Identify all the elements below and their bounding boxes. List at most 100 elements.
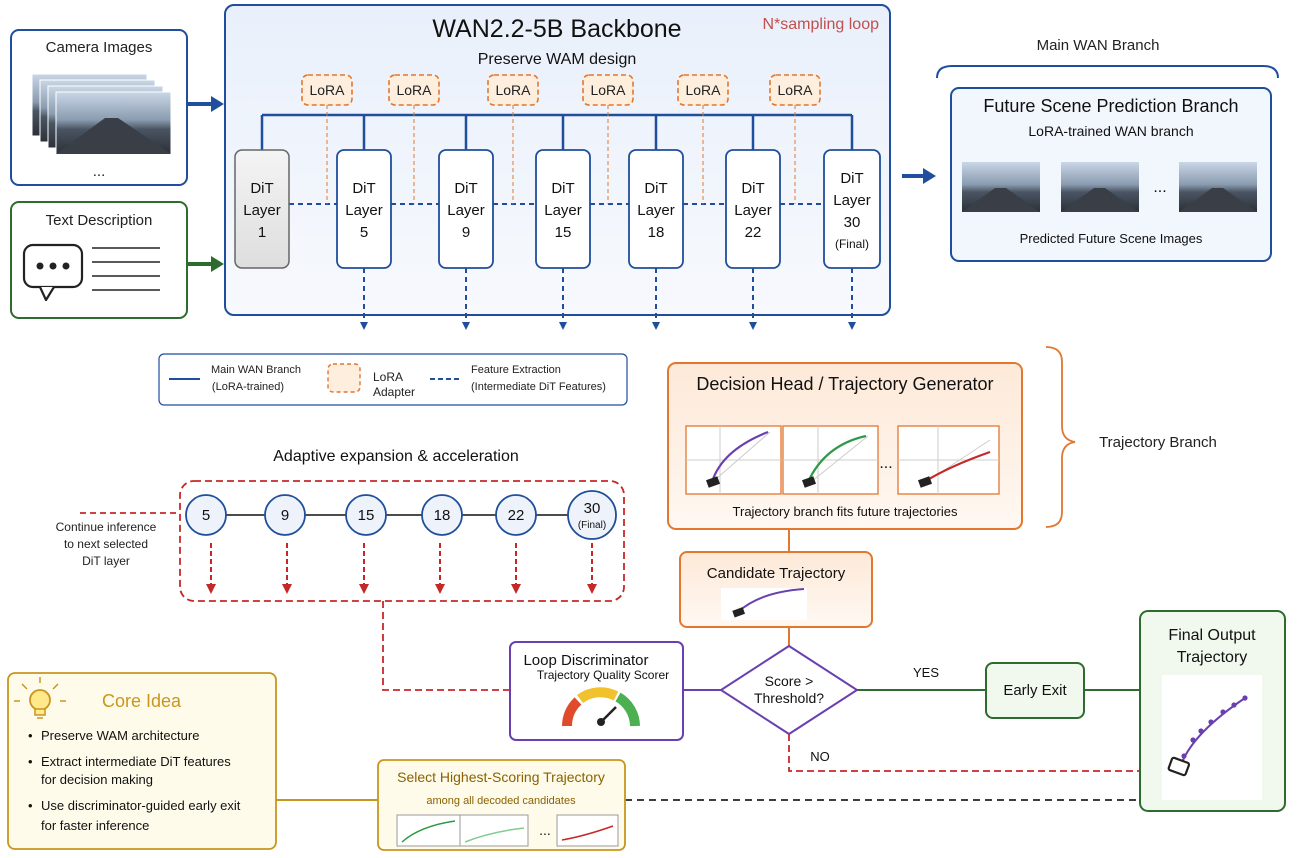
dit-layer-9: DiT Layer 9 [438,149,494,269]
diamond-label-2: Threshold? [754,690,824,706]
svg-text:DiT: DiT [741,180,764,197]
dit-layer-30: DiT Layer 30 (Final) [823,149,881,269]
svg-text:LoRA: LoRA [777,82,813,98]
predicted-frames [962,162,1257,212]
feature-arrow-heads [360,322,856,330]
future-scene-prediction-box: Future Scene Prediction Branch LoRA-trai… [950,87,1272,262]
svg-text:DiT: DiT [551,180,574,197]
legend-lora-label: LoRA [373,370,403,384]
svg-text:Layer: Layer [637,202,675,219]
final-output-title-2: Trajectory [1177,649,1248,666]
select-plot-1 [396,814,461,847]
trajectory-plot-purple [685,425,782,495]
lora-adapter: LoRA [301,74,353,106]
backbone-subtitle: Preserve WAM design [478,51,637,68]
select-plot-3 [556,814,619,847]
core-idea-title: Core Idea [102,691,182,711]
no-link [788,734,1140,772]
adaptive-to-discriminator-link [382,601,510,691]
future-scene-subtitle: LoRA-trained WAN branch [1028,123,1193,139]
svg-text:DiT: DiT [454,180,477,197]
svg-text:LoRA: LoRA [685,82,721,98]
legend-main-label: Main WAN Branch [211,364,301,376]
adaptive-node-18: 18 [421,494,463,536]
speech-bubble-icon [22,243,84,302]
lora-connectors [326,105,796,204]
svg-text:5: 5 [360,224,368,241]
svg-text:DiT: DiT [250,180,273,197]
svg-text:5: 5 [202,507,210,524]
sampling-loop-label: N*sampling loop [762,16,879,33]
core-bullet-dot: • [28,798,33,813]
camera-images-title: Camera Images [46,39,153,56]
loop-discriminator-box: Loop Discriminator Trajectory Quality Sc… [509,641,684,741]
future-frames-ellipsis: ... [1153,179,1166,196]
diamond-label-1: Score > [765,673,814,689]
svg-text:(Final): (Final) [835,237,869,251]
select-plots-ellipsis: ... [539,822,551,838]
decision-head-caption: Trajectory branch fits future trajectori… [733,504,958,519]
core-bullet: Extract intermediate DiT features [41,754,231,769]
svg-text:9: 9 [281,507,289,524]
svg-text:DiT: DiT [644,180,667,197]
trajectory-branch-brace [1045,346,1076,528]
select-plot-2 [459,814,529,847]
final-output-box: Final Output Trajectory [1139,610,1286,812]
select-highest-box: Select Highest-Scoring Trajectory among … [377,759,626,851]
lora-adapter: LoRA [769,74,821,106]
svg-text:Layer: Layer [447,202,485,219]
svg-text:1: 1 [258,224,266,241]
adaptive-nodes: 5 9 15 18 22 30 (Final) [185,490,617,540]
final-trajectory-plot [1167,695,1248,777]
loop-discriminator-subtitle: Trajectory Quality Scorer [537,668,669,682]
lora-adapter: LoRA [487,74,539,106]
main-branch-brace [936,65,1279,79]
svg-text:LoRA: LoRA [309,82,345,98]
svg-text:LoRA: LoRA [590,82,626,98]
adaptive-node-9: 9 [264,494,306,536]
core-bullet: Preserve WAM architecture [41,728,199,743]
early-exit-box: Early Exit [985,662,1085,719]
lora-adapter: LoRA [582,74,634,106]
camera-image-stack [31,73,172,155]
trajectory-plot-red [897,425,1000,495]
adaptive-frame [80,480,625,602]
core-bullet-dot: • [28,754,33,769]
adaptive-arrow-heads [206,584,597,594]
no-label: NO [810,749,830,764]
trajectory-branch-label: Trajectory Branch [1099,434,1217,451]
future-scene-title: Future Scene Prediction Branch [983,96,1238,116]
continue-inference-label-2: to next selected [64,537,148,551]
lora-adapter: LoRA [677,74,729,106]
score-gauge-icon [562,687,640,727]
backbone-title: WAN2.2-5B Backbone [432,15,681,43]
adaptive-node-5: 5 [185,494,227,536]
core-bullet-dot: • [28,728,33,743]
legend-lora-swatch [327,363,361,393]
adaptive-title: Adaptive expansion & acceleration [273,448,519,465]
core-bullet-cont: for faster inference [41,818,149,833]
svg-text:18: 18 [648,224,665,241]
decision-plots-ellipsis: ... [879,455,892,472]
legend-feature-note: (Intermediate DiT Features) [471,381,606,393]
legend-feature-label: Feature Extraction [471,364,561,376]
svg-text:22: 22 [508,507,525,524]
final-output-title: Final Output [1168,627,1256,644]
svg-text:Layer: Layer [544,202,582,219]
decision-head-box: Decision Head / Trajectory Generator ... [667,362,1023,530]
dit-layer-22: DiT Layer 22 [725,149,781,269]
text-description-box: Text Description [10,201,188,319]
select-highest-subtitle: among all decoded candidates [426,795,576,807]
core-bullet: Use discriminator-guided early exit [41,798,241,813]
svg-text:15: 15 [555,224,572,241]
yes-label: YES [913,665,939,680]
svg-text:LoRA: LoRA [396,82,432,98]
candidate-trajectory-box: Candidate Trajectory [679,551,873,628]
svg-text:9: 9 [462,224,470,241]
svg-text:Layer: Layer [243,202,281,219]
select-highest-title: Select Highest-Scoring Trajectory [397,769,605,785]
trajectory-plot-green [782,425,879,495]
svg-text:DiT: DiT [352,180,375,197]
svg-text:15: 15 [358,507,375,524]
